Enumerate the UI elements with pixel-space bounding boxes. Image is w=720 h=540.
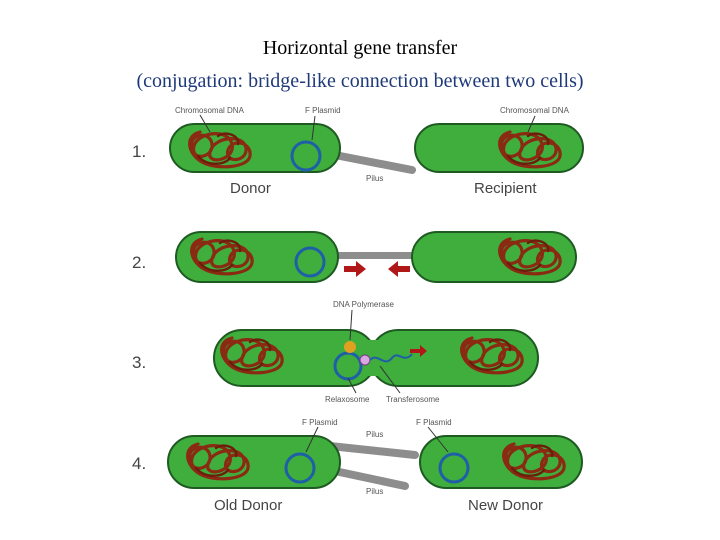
label-f-plasmid: F Plasmid xyxy=(305,106,341,115)
pilus-upper xyxy=(326,442,419,459)
arrow-left xyxy=(388,261,410,277)
recipient-cell xyxy=(411,231,577,283)
recipient-cell xyxy=(369,329,539,387)
step-2 xyxy=(175,231,577,283)
label-new-donor: New Donor xyxy=(468,497,543,514)
arrow-right xyxy=(344,261,366,277)
step-1: Chromosomal DNA F Plasmid Chromosomal DN… xyxy=(169,106,584,197)
label-f-plasmid-new: F Plasmid xyxy=(416,418,452,427)
step-number-2: 2. xyxy=(132,253,146,272)
label-pilus-lower: Pilus xyxy=(366,487,383,496)
label-pilus: Pilus xyxy=(366,174,383,183)
step-3: DNA Polymerase Relaxosome Transferosome xyxy=(213,300,539,404)
new-donor-cell xyxy=(419,435,583,489)
label-pilus-upper: Pilus xyxy=(366,430,383,439)
step-4: F Plasmid F Plasmid Pilus Pilus Old Dono… xyxy=(167,418,583,514)
step-number-4: 4. xyxy=(132,454,146,473)
step-number-3: 3. xyxy=(132,353,146,372)
label-chromosomal-dna-right: Chromosomal DNA xyxy=(500,106,570,115)
relaxosome xyxy=(359,354,371,366)
f-plasmid xyxy=(294,246,326,278)
f-plasmid xyxy=(284,452,316,484)
label-donor: Donor xyxy=(230,180,271,197)
donor-cell xyxy=(169,123,341,173)
label-transferosome: Transferosome xyxy=(386,395,440,404)
label-f-plasmid-old: F Plasmid xyxy=(302,418,338,427)
pilus-lower xyxy=(326,466,409,490)
label-old-donor: Old Donor xyxy=(214,497,282,514)
label-recipient: Recipient xyxy=(474,180,537,197)
page-title: Horizontal gene transfer xyxy=(262,37,458,59)
dna-polymerase xyxy=(344,341,356,353)
f-plasmid xyxy=(438,452,470,484)
pilus-bridge xyxy=(330,252,418,259)
pilus xyxy=(331,151,416,174)
label-relaxosome: Relaxosome xyxy=(325,395,370,404)
page-subtitle: (conjugation: bridge-like connection bet… xyxy=(136,70,584,92)
f-plasmid xyxy=(290,140,322,172)
transfer-arrow xyxy=(410,345,427,357)
transferred-strand xyxy=(369,353,413,363)
label-dna-polymerase: DNA Polymerase xyxy=(333,300,394,309)
step-number-1: 1. xyxy=(132,142,146,161)
label-chromosomal-dna: Chromosomal DNA xyxy=(175,106,245,115)
